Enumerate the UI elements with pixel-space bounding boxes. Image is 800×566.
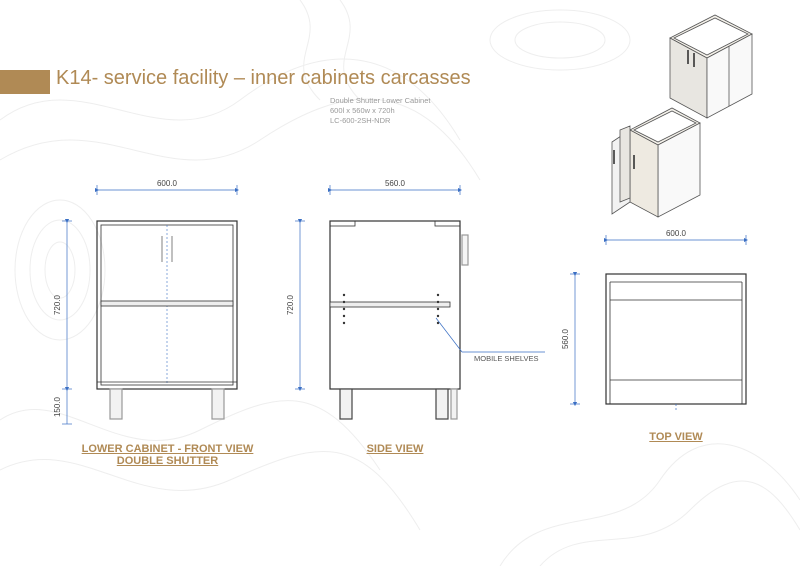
side-view-caption: SIDE VIEW bbox=[366, 443, 424, 455]
front-view-title: LOWER CABINET - FRONT VIEW bbox=[81, 443, 254, 455]
cabinet-spec: Double Shutter Lower Cabinet 600l x 560w… bbox=[330, 96, 430, 126]
top-carcass bbox=[605, 273, 747, 405]
side-height-dimension: 720.0 bbox=[286, 294, 295, 315]
top-view-caption: TOP VIEW bbox=[649, 431, 703, 443]
cabinet-render-closed bbox=[669, 14, 753, 119]
spec-name: Double Shutter Lower Cabinet bbox=[330, 96, 431, 105]
front-width-dimension: 600.0 bbox=[157, 179, 178, 188]
front-shelf bbox=[100, 300, 234, 307]
front-view-subtitle: DOUBLE SHUTTER bbox=[116, 455, 219, 467]
spec-code: LC-600-2SH-NDR bbox=[330, 116, 391, 125]
shelf-support-holes bbox=[342, 293, 440, 325]
front-leg-left bbox=[109, 388, 123, 420]
side-leg-right bbox=[435, 388, 449, 420]
front-leg-right bbox=[211, 388, 225, 420]
front-view bbox=[96, 220, 238, 420]
side-width-dimension: 560.0 bbox=[385, 179, 406, 188]
top-depth-dimension: 560.0 bbox=[561, 328, 570, 349]
cabinet-render-open bbox=[611, 107, 701, 218]
side-shelf bbox=[329, 301, 451, 308]
top-width-dimension: 600.0 bbox=[666, 229, 687, 238]
side-leg-left bbox=[339, 388, 353, 420]
front-dimensions bbox=[62, 185, 240, 425]
side-door-handle bbox=[461, 234, 469, 266]
title-accent-bar bbox=[0, 70, 50, 94]
front-view-caption: LOWER CABINET - FRONT VIEW DOUBLE SHUTTE… bbox=[70, 443, 265, 467]
front-leg-dimension: 150.0 bbox=[53, 396, 62, 417]
page-title: K14- service facility – inner cabinets c… bbox=[56, 67, 471, 89]
mobile-shelves-label: MOBILE SHELVES bbox=[474, 354, 538, 363]
front-carcass bbox=[96, 220, 238, 390]
front-height-dimension: 720.0 bbox=[53, 294, 62, 315]
spec-dimensions: 600l x 560w x 720h bbox=[330, 106, 395, 115]
top-dimensions bbox=[570, 235, 749, 412]
side-dimensions bbox=[295, 185, 545, 392]
top-view bbox=[605, 273, 747, 405]
side-view bbox=[329, 220, 469, 420]
